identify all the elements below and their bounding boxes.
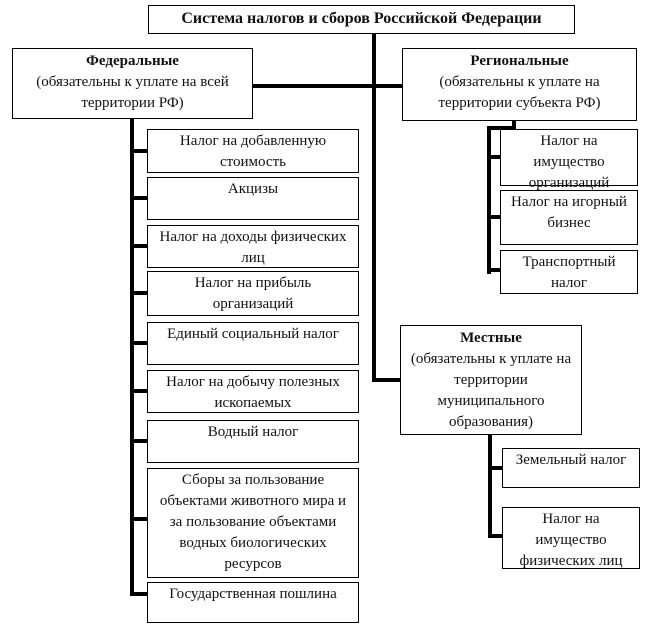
node-federal-item-mineral-extraction-tax: Налог на добычу полезных ископаемых: [147, 370, 359, 413]
connector-federal-tick-1: [130, 149, 151, 153]
node-regional-item-gambling-tax: Налог на игорный бизнес: [500, 190, 638, 245]
connector-regional-tick-3: [487, 268, 502, 272]
node-federal-item-corporate-profit-tax: Налог на прибыль организаций: [147, 271, 359, 316]
connector-local-tick-1: [488, 466, 504, 470]
node-regional-header: Региональные (обязательны к уплате на те…: [402, 48, 637, 121]
node-federal-item-excise: Акцизы: [147, 177, 359, 220]
node-federal-header: Федеральные (обязательны к уплате на все…: [12, 48, 253, 119]
diagram-title: Система налогов и сборов Российской Феде…: [148, 5, 575, 34]
local-group-note: (обязательны к уплате на территории муни…: [410, 351, 572, 430]
connector-local-trunk: [488, 434, 492, 537]
connector-federal-tick-9: [130, 592, 151, 596]
connector-federal-tick-7: [130, 439, 151, 443]
node-federal-item-personal-income-tax: Налог на доходы физических лиц: [147, 225, 359, 268]
local-group-name: Местные: [460, 330, 522, 346]
node-federal-item-unified-social-tax: Единый социальный налог: [147, 322, 359, 365]
node-federal-item-fauna-and-biological-resources-fees: Сборы за пользование объектами животного…: [147, 468, 359, 578]
node-local-item-personal-property-tax: Налог на имущество физических лиц: [502, 507, 640, 569]
node-federal-item-water-tax: Водный налог: [147, 420, 359, 463]
node-federal-item-state-duty: Государственная пошлина: [147, 582, 359, 623]
connector-local-elbow: [372, 378, 402, 382]
regional-group-note: (обязательны к уплате на территории субъ…: [438, 74, 601, 111]
connector-federal-regional: [253, 84, 403, 88]
connector-federal-tick-2: [130, 196, 151, 200]
connector-federal-tick-3: [130, 244, 151, 248]
connector-federal-tick-4: [130, 291, 151, 295]
connector-regional-trunk: [487, 126, 491, 274]
connector-federal-tick-5: [130, 341, 151, 345]
connector-federal-tick-6: [130, 389, 151, 393]
node-local-item-land-tax: Земельный налог: [502, 448, 640, 488]
node-regional-item-transport-tax: Транспортный налог: [500, 250, 638, 294]
connector-regional-stub: [512, 120, 516, 130]
node-federal-item-vat: Налог на добавленную стоимость: [147, 129, 359, 173]
federal-group-name: Федеральные: [86, 53, 179, 69]
connector-main-trunk: [372, 34, 376, 382]
connector-federal-trunk: [130, 118, 134, 596]
connector-federal-tick-8: [130, 517, 151, 521]
federal-group-note: (обязательны к уплате на всей территории…: [36, 74, 229, 111]
connector-regional-tick-2: [487, 215, 502, 219]
connector-regional-jog: [487, 126, 516, 130]
connector-local-tick-2: [488, 534, 504, 538]
connector-regional-tick-1: [487, 155, 502, 159]
regional-group-name: Региональные: [470, 53, 569, 69]
node-local-header: Местные (обязательны к уплате на террито…: [400, 325, 582, 435]
node-regional-item-corporate-property-tax: Налог на имущество организаций: [500, 129, 638, 191]
